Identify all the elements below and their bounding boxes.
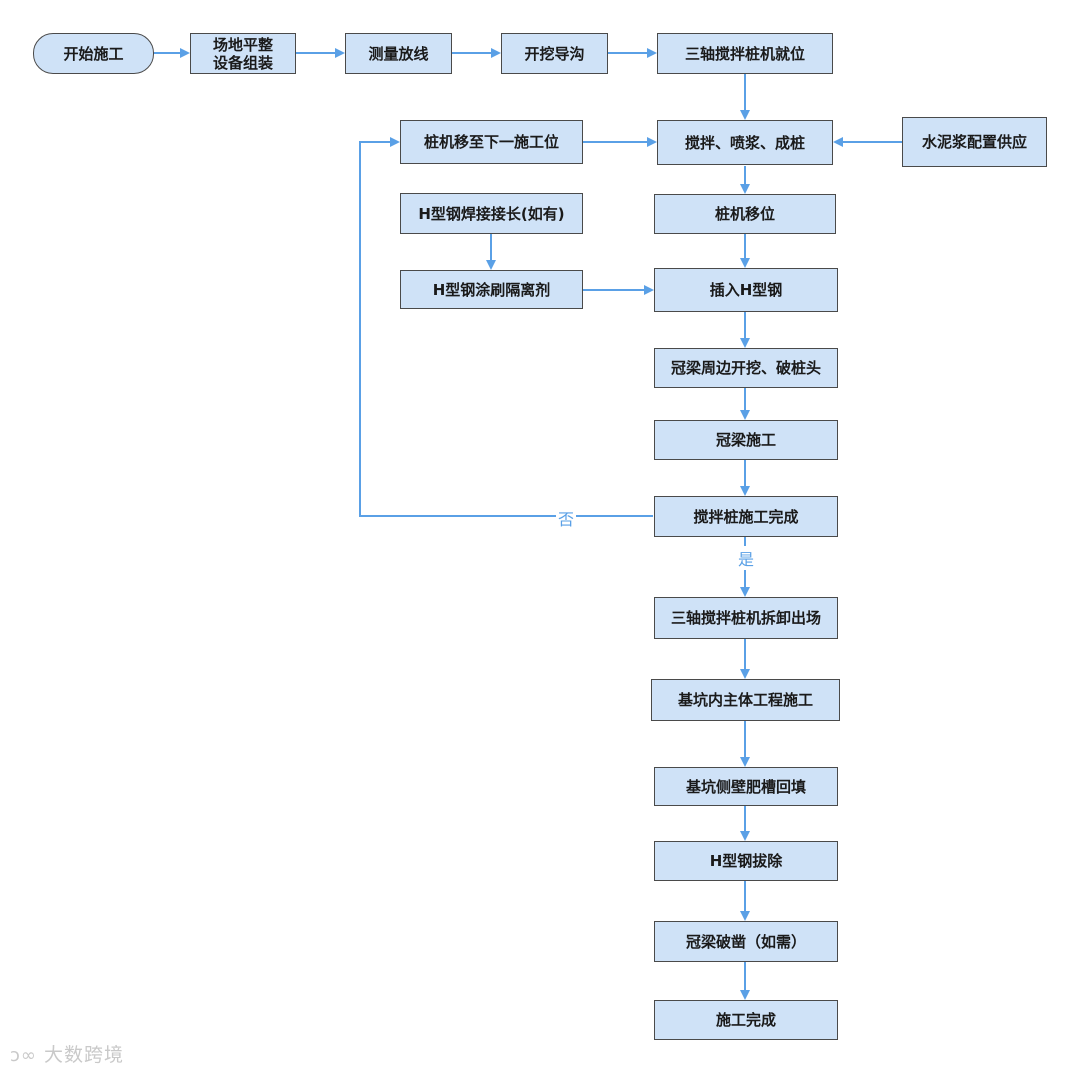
node-dismantle: 三轴搅拌桩机拆卸出场: [654, 597, 838, 639]
node-rig-move: 桩机移位: [654, 194, 836, 234]
node-survey: 测量放线: [345, 33, 452, 74]
label-no: 否: [556, 506, 577, 530]
node-move-next: 桩机移至下一施工位: [400, 120, 583, 164]
node-pull-steel: H型钢拔除: [654, 841, 838, 881]
arrow-done-loop-back: [359, 137, 653, 517]
node-coat-steel: H型钢涂刷隔离剂: [400, 270, 583, 309]
node-weld-steel: H型钢焊接接长(如有): [400, 193, 583, 234]
node-start: 开始施工: [33, 33, 154, 74]
node-site-prep: 场地平整 设备组装: [190, 33, 296, 74]
node-backfill: 基坑侧壁肥槽回填: [654, 767, 838, 806]
watermark-icon: ↄ∞: [10, 1045, 37, 1066]
node-break-beam: 冠梁破凿（如需）: [654, 921, 838, 962]
node-pile-done: 搅拌桩施工完成: [654, 496, 838, 537]
label-yes: 是: [736, 546, 757, 570]
node-excavate: 冠梁周边开挖、破桩头: [654, 348, 838, 388]
node-rig-position: 三轴搅拌桩机就位: [657, 33, 833, 74]
node-finish: 施工完成: [654, 1000, 838, 1040]
node-cap-beam: 冠梁施工: [654, 420, 838, 460]
watermark-logo: ↄ∞ 大数跨境: [10, 1040, 124, 1067]
node-cement-supply: 水泥浆配置供应: [902, 117, 1047, 167]
watermark-text: 大数跨境: [43, 1044, 124, 1066]
node-main-struct: 基坑内主体工程施工: [651, 679, 840, 721]
node-mix-grout: 搅拌、喷浆、成桩: [657, 120, 833, 165]
node-insert-steel: 插入H型钢: [654, 268, 838, 312]
node-trench: 开挖导沟: [501, 33, 608, 74]
